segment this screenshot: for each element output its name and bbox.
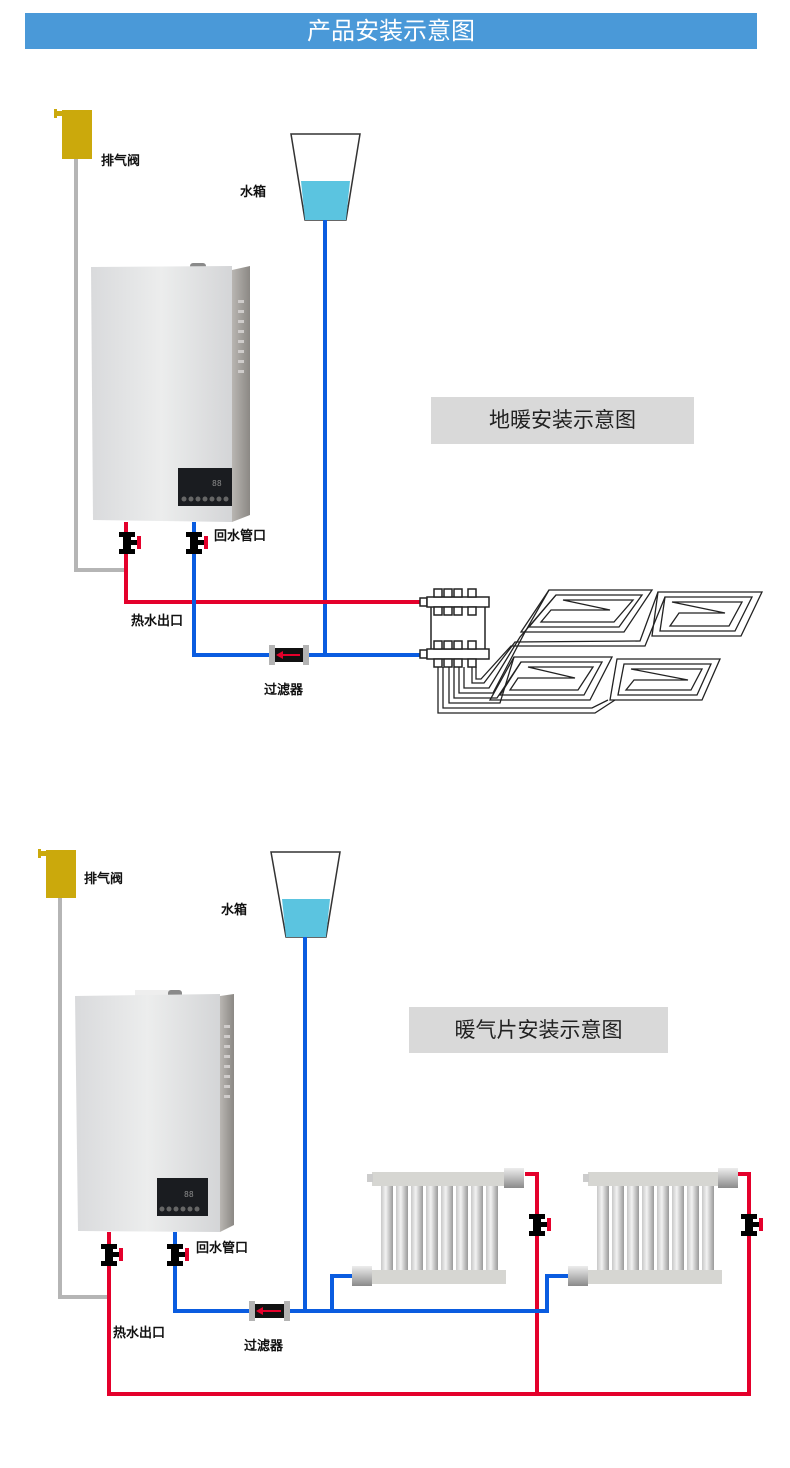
hot-supply-pipe (124, 522, 420, 604)
water-tank-icon (270, 851, 341, 938)
water-tank-label: 水箱 (221, 903, 248, 918)
return-inlet-label: 回水管口 (214, 529, 267, 544)
shutoff-valve-icon (186, 532, 208, 554)
radiator-icon (568, 1168, 738, 1286)
vent-valve-icon (54, 109, 92, 159)
vent-valve-label: 排气阀 (101, 154, 141, 169)
shutoff-valve-icon (119, 532, 141, 554)
filter-icon (269, 645, 309, 665)
shutoff-valve-icon (741, 1214, 763, 1236)
filter-label: 过滤器 (264, 683, 304, 698)
return-inlet-label: 回水管口 (196, 1241, 249, 1256)
floor-heating-coils-icon (437, 589, 764, 714)
radiator-caption: 暖气片安装示意图 (409, 1007, 668, 1053)
hot-outlet-label: 热水出口 (131, 614, 184, 629)
boiler-unit-icon: 88 (75, 990, 234, 1232)
shutoff-valve-icon (529, 1214, 551, 1236)
filter-icon (249, 1301, 290, 1321)
hot-supply-pipe (107, 1172, 751, 1396)
shutoff-valve-icon (101, 1244, 123, 1266)
svg-text:88: 88 (212, 479, 222, 488)
vent-pipe (74, 158, 126, 572)
boiler-unit-icon: 88 (91, 263, 250, 522)
shutoff-valve-icon (167, 1244, 189, 1266)
vent-pipe (58, 896, 108, 1299)
filter-label: 过滤器 (244, 1339, 284, 1354)
page-title-banner: 产品安装示意图 (25, 13, 757, 49)
radiator-diagram: 88 (38, 849, 763, 1396)
svg-text:88: 88 (184, 1190, 194, 1199)
floor-heating-diagram: 88 (54, 109, 764, 714)
vent-valve-icon (38, 849, 76, 898)
manifold-icon (419, 588, 490, 668)
radiator-icon (352, 1168, 524, 1286)
hot-supply-pipe (525, 1172, 539, 1394)
water-tank-icon (290, 133, 361, 221)
water-tank-label: 水箱 (240, 185, 267, 200)
return-pipe (192, 522, 270, 657)
floor-heating-caption: 地暖安装示意图 (431, 397, 694, 444)
hot-outlet-label: 热水出口 (113, 1326, 166, 1341)
vent-valve-label: 排气阀 (84, 872, 124, 887)
